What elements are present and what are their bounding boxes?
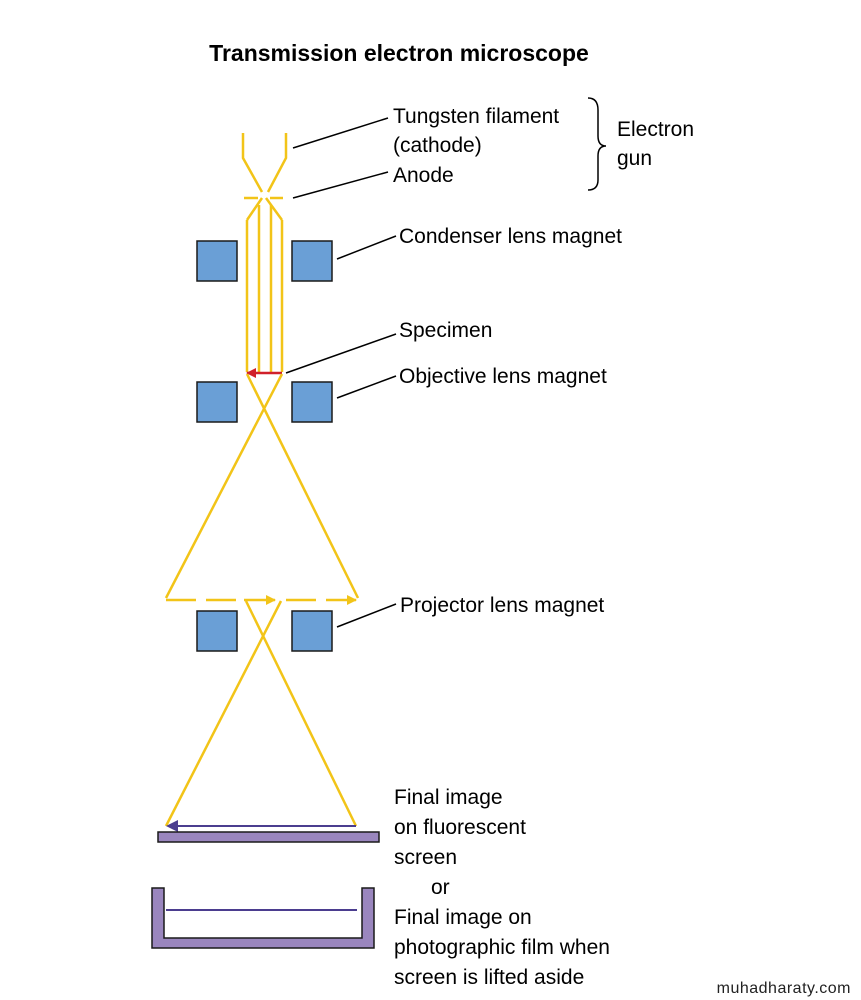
label-projector: Projector lens magnet <box>400 594 604 617</box>
leader-condenser <box>336 235 397 260</box>
condenser-magnet-left <box>196 240 238 282</box>
objective-magnet-left <box>196 381 238 423</box>
electron-beam-lower <box>164 600 358 827</box>
label-final-image-3: screen <box>394 846 457 869</box>
projector-magnet-left <box>196 610 238 652</box>
leader-objective <box>336 375 397 399</box>
label-or: or <box>431 876 450 899</box>
label-film-1: Final image on <box>394 906 532 929</box>
fluorescent-screen <box>157 831 380 843</box>
label-electron-gun-1: Electron <box>617 118 694 141</box>
label-tungsten-filament: Tungsten filament <box>393 105 559 128</box>
leader-specimen <box>285 333 397 374</box>
label-condenser: Condenser lens magnet <box>399 225 622 248</box>
label-specimen: Specimen <box>399 319 492 342</box>
label-electron-gun-2: gun <box>617 147 652 170</box>
leader-projector <box>336 603 397 628</box>
condenser-magnet-right <box>291 240 333 282</box>
electron-gun-brace <box>587 97 607 191</box>
label-final-image-1: Final image <box>394 786 503 809</box>
electron-beam-middle <box>164 373 360 599</box>
label-anode: Anode <box>393 164 454 187</box>
projector-magnet-right <box>291 610 333 652</box>
leader-anode <box>292 171 389 199</box>
label-cathode: (cathode) <box>393 134 482 157</box>
tungsten-filament <box>241 133 288 193</box>
objective-magnet-right <box>291 381 333 423</box>
electron-beam-upper <box>245 197 284 372</box>
label-film-2: photographic film when <box>394 936 610 959</box>
label-film-3: screen is lifted aside <box>394 966 584 989</box>
label-objective: Objective lens magnet <box>399 365 607 388</box>
watermark: muhadharaty.com <box>717 980 851 997</box>
photographic-film-tray <box>151 887 375 949</box>
diagram-title: Transmission electron microscope <box>209 40 589 66</box>
leader-filament <box>292 117 389 149</box>
label-final-image-2: on fluorescent <box>394 816 526 839</box>
